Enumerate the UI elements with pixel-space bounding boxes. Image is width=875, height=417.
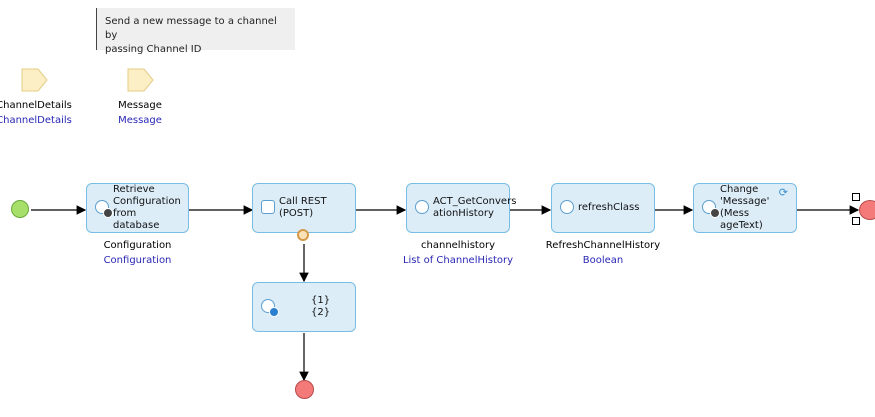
parameter-name: Message [118, 100, 162, 111]
activity-label: Call REST (POST) [279, 196, 327, 219]
selection-handle-bottom[interactable] [852, 217, 860, 225]
activity-label: from database [113, 208, 160, 231]
parameter-message: Message Message [95, 98, 185, 128]
output-type: List of ChannelHistory [402, 255, 514, 266]
activity-label: Configuration [113, 196, 181, 207]
output-variable: RefreshChannelHistory [545, 240, 661, 251]
activity-label: ationHistory [433, 208, 494, 219]
activity-change-message[interactable]: ⟳ Change 'Message' (Mess ageText) [693, 183, 797, 233]
annotation-line-2: passing Channel ID [105, 44, 202, 55]
activity-label: Retrieve [113, 184, 155, 195]
output-variable: channelhistory [421, 240, 495, 251]
parameter-icon-channeldetails[interactable] [20, 68, 50, 94]
change-object-icon [702, 200, 720, 218]
parameter-name: ChannelDetails [0, 100, 72, 111]
end-event[interactable] [859, 200, 875, 220]
rest-call-icon [261, 200, 275, 214]
activity-log-message[interactable]: {1} {2} [252, 282, 356, 332]
log-message-icon [261, 299, 279, 317]
error-end-event[interactable] [295, 380, 314, 399]
refresh-icon: ⟳ [778, 186, 788, 199]
parameter-icon-message[interactable] [126, 68, 156, 94]
activity-label: Change [720, 184, 759, 195]
activity-call-rest[interactable]: Call REST (POST) [252, 183, 356, 233]
output-act: channelhistory List of ChannelHistory [396, 238, 520, 268]
start-event[interactable] [11, 200, 29, 218]
activity-label: ACT_GetConvers [433, 196, 517, 207]
java-action-icon [560, 200, 574, 214]
selection-handle-top[interactable] [852, 193, 860, 201]
output-refresh: RefreshChannelHistory Boolean [541, 238, 665, 268]
activity-label: {2} [311, 307, 331, 318]
output-retrieve: Configuration Configuration [86, 238, 189, 268]
activity-label: refreshClass [578, 202, 640, 213]
output-type: Configuration [103, 255, 172, 266]
annotation-note[interactable]: Send a new message to a channel by passi… [96, 8, 295, 55]
parameter-type: Message [118, 115, 162, 126]
retrieve-icon [95, 200, 113, 218]
parameter-type: ChannelDetails [0, 115, 72, 126]
error-handler-icon[interactable] [297, 229, 309, 241]
annotation-line-1: Send a new message to a channel by [105, 16, 277, 41]
output-type: Boolean [582, 255, 624, 266]
microflow-call-icon [415, 200, 429, 214]
activity-act-getconversationhistory[interactable]: ACT_GetConvers ationHistory [406, 183, 517, 233]
activity-label: 'Message' (Mess [720, 196, 770, 219]
activity-label: {1} [311, 295, 331, 306]
activity-retrieve-configuration[interactable]: Retrieve Configuration from database [86, 183, 189, 233]
output-variable: Configuration [103, 240, 172, 251]
parameter-channeldetails: ChannelDetails ChannelDetails [0, 98, 79, 128]
activity-refreshclass[interactable]: refreshClass [551, 183, 655, 233]
activity-label: ageText) [720, 220, 763, 231]
